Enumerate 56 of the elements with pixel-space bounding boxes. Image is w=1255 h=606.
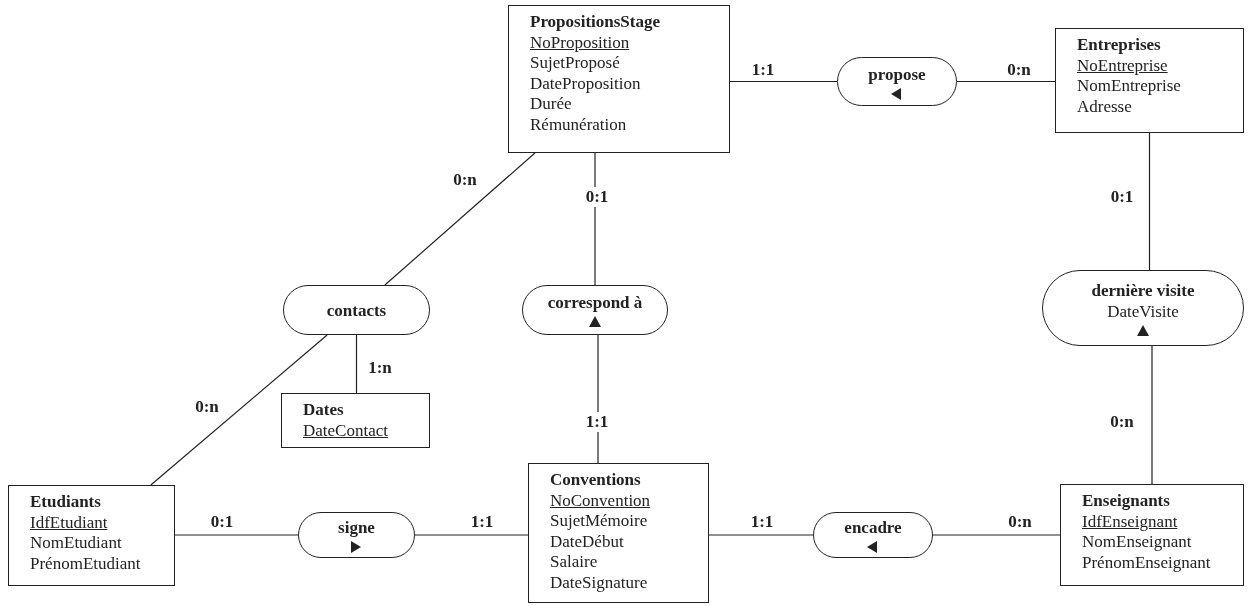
attribute: SujetMémoire (550, 511, 649, 532)
entity-name: PropositionsStage (530, 12, 662, 33)
connector-line (708, 534, 814, 536)
attribute: NomEtudiant (30, 533, 123, 554)
entity-box (8, 485, 175, 586)
connector-line (355, 334, 358, 394)
connector-line (1148, 132, 1151, 271)
attribute: DateSignature (550, 572, 649, 593)
entity-name: Conventions (550, 470, 642, 491)
entity-name: Enseignants (1082, 491, 1171, 512)
attribute: Durée (530, 94, 573, 115)
connector-line (932, 534, 1061, 536)
connector-line (729, 80, 838, 83)
entity-box (1055, 28, 1244, 133)
attribute: Salaire (550, 552, 599, 573)
attribute: PrénomEnseignant (1082, 552, 1212, 573)
relation-pill (283, 285, 430, 335)
relation-pill (522, 285, 668, 335)
attribute: NomEnseignant (1082, 532, 1193, 553)
connector-line (956, 80, 1056, 83)
entity-name: Entreprises (1077, 35, 1162, 56)
entity-name: Etudiants (30, 492, 102, 513)
key-attribute: IdfEtudiant (30, 512, 109, 533)
attribute: DateProposition (530, 73, 642, 94)
entity-box (281, 393, 430, 448)
relation-pill (837, 57, 957, 106)
attribute: NomEntreprise (1077, 76, 1182, 97)
key-attribute: IdfEnseignant (1082, 511, 1179, 532)
connector-line (414, 534, 529, 536)
key-attribute: NoProposition (530, 32, 631, 53)
attribute: Rémunération (530, 114, 628, 135)
relation-name: propose (868, 63, 926, 85)
cardinality-label: 0:1 (583, 187, 611, 207)
entity-box (1060, 484, 1244, 586)
key-attribute: DateContact (303, 420, 389, 441)
attribute: PrénomEtudiant (30, 553, 142, 574)
connector-line (150, 334, 328, 486)
connector-line (174, 534, 299, 536)
entity-box (508, 5, 730, 153)
relation-name: signe (338, 517, 375, 538)
attribute: Adresse (1077, 96, 1133, 117)
relation-pill (298, 512, 415, 558)
relation-name: contacts (326, 299, 387, 321)
connector-line (1151, 345, 1153, 485)
connector-line (384, 152, 536, 286)
key-attribute: NoEntreprise (1077, 55, 1169, 76)
attribute: DateVisite (1107, 300, 1179, 322)
relation-name: dernière visite (1091, 279, 1195, 301)
relation-name: correspond à (547, 292, 643, 313)
relation-name: encadre (844, 517, 902, 538)
attribute: DateDébut (550, 531, 625, 552)
relation-pill (813, 512, 933, 558)
entity-box (528, 463, 709, 603)
attribute: SujetProposé (530, 53, 621, 74)
entity-name: Dates (303, 400, 345, 421)
key-attribute: NoConvention (550, 490, 652, 511)
